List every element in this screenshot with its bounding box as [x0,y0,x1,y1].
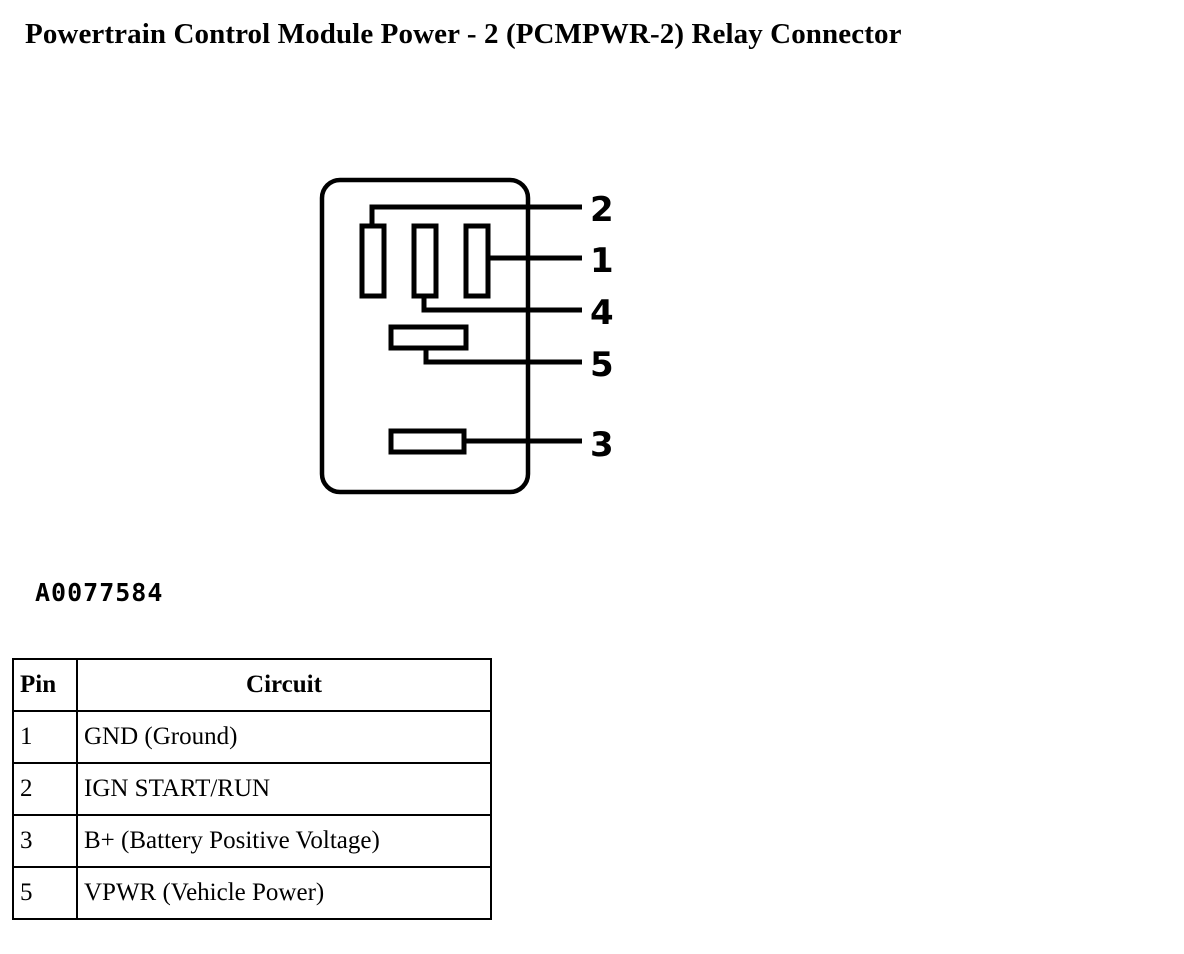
terminal-blade-horizontal-lower [388,428,467,455]
cell-pin: 1 [12,710,78,764]
table-row: 3 B+ (Battery Positive Voltage) [12,814,492,868]
column-header-circuit: Circuit [76,658,492,712]
cell-pin: 2 [12,762,78,816]
pin-circuit-table: Pin Circuit 1 GND (Ground) 2 IGN START/R… [12,658,492,920]
cell-circuit: B+ (Battery Positive Voltage) [76,814,492,868]
table-header-row: Pin Circuit [12,658,492,712]
pin-label-1: 1 [590,241,614,281]
pin-label-5: 5 [590,345,614,385]
relay-diagram-svg: 2 1 4 5 3 [319,177,614,495]
table-header: Pin Circuit [12,658,492,712]
column-header-pin: Pin [12,658,78,712]
pin-label-3: 3 [590,425,614,465]
table-row: 2 IGN START/RUN [12,762,492,816]
terminal-blade-vertical-right [463,223,491,299]
pin-label-4: 4 [590,293,614,333]
cell-circuit: GND (Ground) [76,710,492,764]
relay-connector-diagram: 2 1 4 5 3 [0,0,700,560]
cell-pin: 3 [12,814,78,868]
cell-circuit: IGN START/RUN [76,762,492,816]
cell-circuit: VPWR (Vehicle Power) [76,866,492,920]
cell-pin: 5 [12,866,78,920]
drawing-id-label: A0077584 [35,578,164,607]
leader-line-pin-2 [369,204,582,226]
page-title: Powertrain Control Module Power - 2 (PCM… [25,18,902,50]
terminal-blade-vertical-middle [411,223,439,299]
table-row: 5 VPWR (Vehicle Power) [12,866,492,920]
table-body: 1 GND (Ground) 2 IGN START/RUN 3 B+ (Bat… [12,710,492,920]
terminal-blade-vertical-left [359,223,387,299]
leader-line-pin-4 [421,295,582,313]
pin-circuit-table-container: Pin Circuit 1 GND (Ground) 2 IGN START/R… [12,658,492,920]
terminal-blade-horizontal-upper [388,324,469,351]
table-row: 1 GND (Ground) [12,710,492,764]
pin-label-2: 2 [590,190,614,230]
